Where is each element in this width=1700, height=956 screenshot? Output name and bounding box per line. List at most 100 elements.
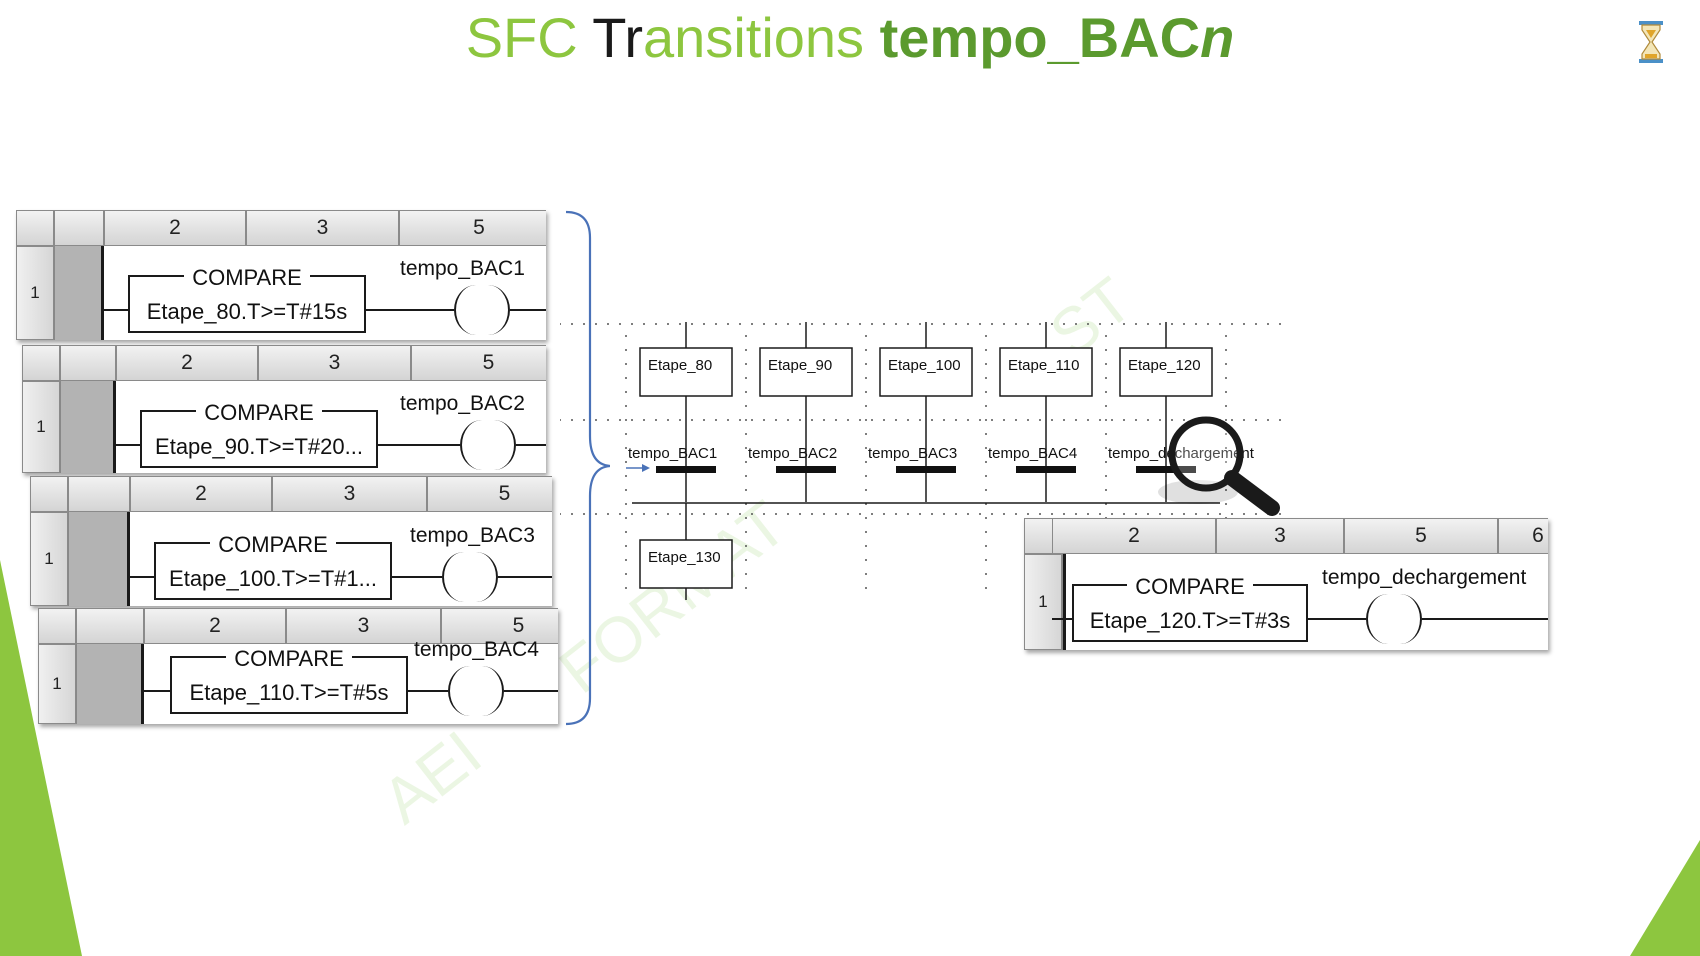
column-header-3[interactable]: 3: [246, 210, 399, 246]
coil-icon[interactable]: [1366, 594, 1388, 644]
grid-dot: [655, 323, 657, 325]
grid-dot: [1183, 419, 1185, 421]
coil-icon[interactable]: [482, 666, 504, 716]
grid-dot: [1087, 513, 1089, 515]
column-header-6[interactable]: 6: [1498, 518, 1548, 554]
grid-dot: [1039, 419, 1041, 421]
ladder-corner-cell: [76, 608, 144, 644]
grid-dot: [745, 475, 747, 477]
grid-dot: [1075, 419, 1077, 421]
grid-dot: [763, 323, 765, 325]
column-header-5[interactable]: 5: [411, 345, 546, 381]
wire: [504, 690, 558, 692]
wire: [510, 309, 546, 311]
grid-dot: [967, 513, 969, 515]
sfc-transition-bar: [1136, 466, 1196, 473]
grid-dot: [1225, 377, 1227, 379]
sfc-step-label: Etape_110: [1008, 357, 1079, 374]
grid-dot: [1039, 513, 1041, 515]
grid-dot: [625, 447, 627, 449]
sfc-step-box: [999, 347, 1093, 397]
grid-dot: [1105, 391, 1107, 393]
grid-dot: [745, 573, 747, 575]
grid-dot: [985, 559, 987, 561]
grid-dot: [745, 363, 747, 365]
row-number[interactable]: 1: [16, 246, 54, 340]
grid-dot: [625, 405, 627, 407]
row-number[interactable]: 1: [22, 381, 60, 473]
column-header-3[interactable]: 3: [1216, 518, 1344, 554]
grid-dot: [1147, 513, 1149, 515]
coil-icon[interactable]: [454, 285, 476, 335]
grid-dot: [799, 323, 801, 325]
coil-icon[interactable]: [442, 552, 464, 602]
coil-icon[interactable]: [448, 666, 470, 716]
column-header-2[interactable]: 2: [104, 210, 246, 246]
grid-dot: [1225, 335, 1227, 337]
coil-icon[interactable]: [1400, 594, 1422, 644]
hourglass-icon[interactable]: [1636, 20, 1666, 64]
grid-dot: [560, 419, 561, 421]
column-header-2[interactable]: 2: [1052, 518, 1216, 554]
coil-name: tempo_BAC2: [400, 392, 525, 415]
column-header-3[interactable]: 3: [272, 476, 427, 512]
grid-dot: [1105, 419, 1107, 421]
sfc-lines: [626, 322, 1220, 600]
grid-dot: [979, 513, 981, 515]
row-number[interactable]: 1: [1024, 554, 1062, 650]
grid-dot: [865, 349, 867, 351]
column-header-2[interactable]: 2: [130, 476, 272, 512]
sfc-step-label: Etape_120: [1128, 357, 1201, 374]
coil-icon[interactable]: [476, 552, 498, 602]
grid-dot: [1075, 513, 1077, 515]
ladder-corner-cell: [30, 476, 68, 512]
grid-dot: [865, 461, 867, 463]
grid-dot: [1225, 391, 1227, 393]
column-header-5[interactable]: 5: [1344, 518, 1498, 554]
column-header-3[interactable]: 3: [286, 608, 441, 644]
sfc-step-box: [879, 347, 973, 397]
grid-dot: [1225, 447, 1227, 449]
grid-dot: [655, 419, 657, 421]
column-header-3[interactable]: 3: [258, 345, 411, 381]
corner-decoration-right: [1630, 840, 1700, 956]
ladder-corner-cell: [16, 210, 54, 246]
grid-dot: [943, 513, 945, 515]
grid-dot: [919, 513, 921, 515]
sfc-transition-label: tempo_BAC3: [868, 445, 957, 462]
column-header-2[interactable]: 2: [116, 345, 258, 381]
grid-dot: [985, 391, 987, 393]
grid-dot: [865, 405, 867, 407]
coil-icon[interactable]: [488, 285, 510, 335]
coil-icon[interactable]: [494, 420, 516, 470]
grid-dot: [1171, 323, 1173, 325]
grid-dot: [751, 323, 753, 325]
grid-dot: [1225, 363, 1227, 365]
grid-dot: [985, 475, 987, 477]
column-header-2[interactable]: 2: [144, 608, 286, 644]
grid-dot: [985, 433, 987, 435]
grid-dot: [1027, 419, 1029, 421]
grid-dot: [967, 419, 969, 421]
grid-dot: [811, 419, 813, 421]
grid-dot: [625, 475, 627, 477]
grid-dot: [955, 513, 957, 515]
column-header-5[interactable]: 5: [399, 210, 546, 246]
grid-dot: [985, 377, 987, 379]
grid-dot: [991, 419, 993, 421]
grid-dot: [811, 323, 813, 325]
column-header-5[interactable]: 5: [441, 608, 558, 644]
brace-arrow-head: [642, 464, 650, 472]
coil-icon[interactable]: [460, 420, 482, 470]
row-number[interactable]: 1: [38, 644, 76, 724]
column-header-5[interactable]: 5: [427, 476, 552, 512]
row-number[interactable]: 1: [30, 512, 68, 606]
grid-dot: [907, 513, 909, 515]
compare-expression: Etape_120.T>=T#3s: [1089, 608, 1291, 633]
